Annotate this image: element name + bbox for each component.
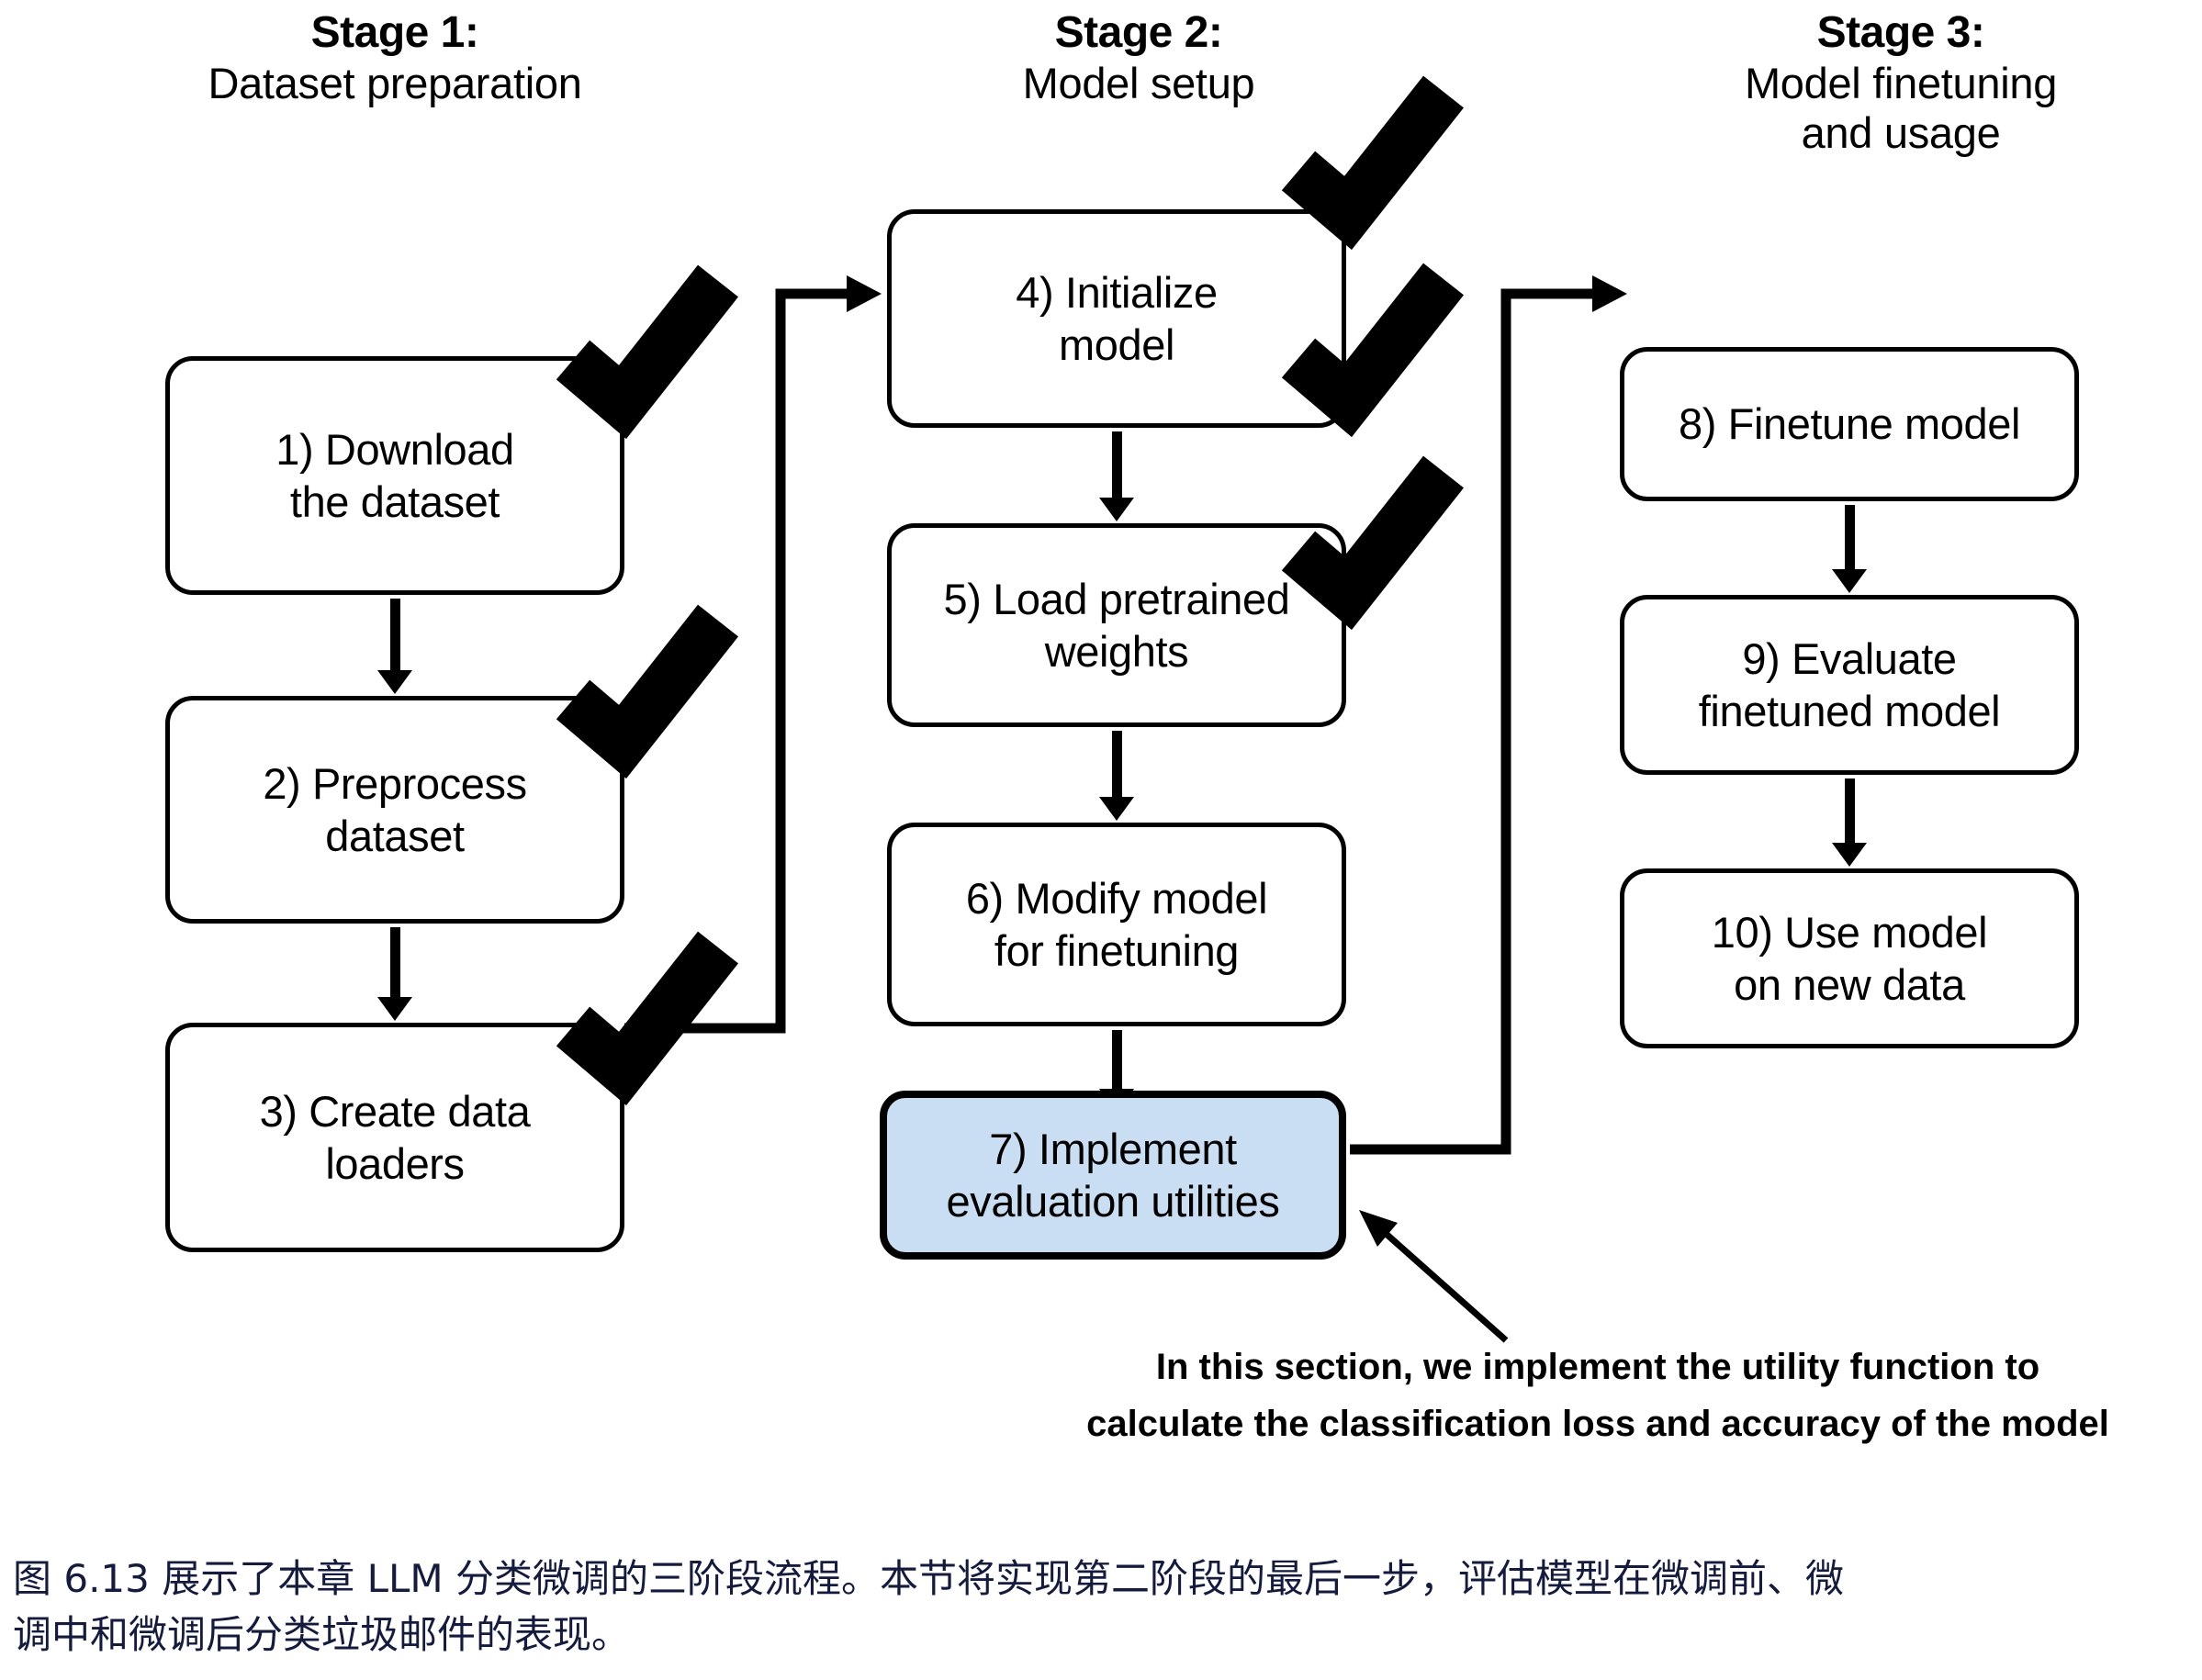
node-use-model-on-new-data[interactable]: 10) Use model on new data — [1620, 868, 2079, 1048]
node-modify-model-for-finetuning[interactable]: 6) Modify model for finetuning — [887, 823, 1346, 1026]
figure-caption: 图 6.13 展示了本章 LLM 分类微调的三阶段流程。本节将实现第二阶段的最后… — [13, 1551, 2198, 1663]
node-6-line-1: 6) Modify model — [965, 873, 1268, 923]
arrow-node1-to-node2 — [165, 599, 624, 694]
connector-stage1-to-stage2 — [624, 275, 882, 1034]
callout-pointer-arrow — [1359, 1210, 1509, 1343]
node-7-line-1: 7) Implement — [989, 1124, 1237, 1173]
node-5-line-2: weights — [1044, 627, 1189, 676]
connector-stage2-to-stage3 — [1350, 275, 1627, 1155]
node-finetune-model[interactable]: 8) Finetune model — [1620, 347, 2079, 501]
stage-1-subtitle: Dataset preparation — [208, 58, 582, 107]
caption-line-1: 图 6.13 展示了本章 LLM 分类微调的三阶段流程。本节将实现第二阶段的最后… — [13, 1556, 1844, 1601]
node-3-line-1: 3) Create data — [259, 1086, 531, 1136]
node-preprocess-dataset[interactable]: 2) Preprocess dataset — [165, 696, 624, 924]
callout-text: In this section, we implement the utilit… — [1010, 1338, 2185, 1452]
checkmark-icon-node5 — [1281, 263, 1464, 438]
callout-line-2: calculate the classification loss and ac… — [1086, 1404, 2109, 1444]
node-2-line-1: 2) Preprocess — [263, 758, 527, 808]
node-2-line-2: dataset — [325, 812, 465, 860]
stage-3-subtitle-line-2: and usage — [1801, 108, 2001, 158]
node-4-line-2: model — [1058, 320, 1174, 369]
node-4-line-1: 4) Initialize — [1016, 267, 1218, 317]
checkmark-icon-node2 — [556, 604, 738, 779]
checkmark-icon-node4 — [1281, 75, 1464, 251]
stage-3-subtitle-line-1: Model finetuning — [1744, 58, 2058, 107]
stage-1-header: Stage 1: Dataset preparation — [92, 7, 698, 108]
node-1-line-1: 1) Download — [275, 424, 514, 474]
callout-line-1: In this section, we implement the utilit… — [1155, 1347, 2040, 1387]
checkmark-icon-node3 — [556, 931, 738, 1106]
node-10-line-1: 10) Use model — [1711, 907, 1988, 957]
node-6-line-2: for finetuning — [994, 926, 1240, 975]
checkmark-icon-node6 — [1281, 455, 1464, 631]
node-initialize-model[interactable]: 4) Initialize model — [887, 209, 1346, 428]
stage-3-title: Stage 3: — [1816, 8, 1985, 57]
arrow-node4-to-node5 — [887, 431, 1346, 521]
node-3-line-2: loaders — [325, 1139, 465, 1188]
node-download-the-dataset[interactable]: 1) Download the dataset — [165, 356, 624, 595]
node-10-line-2: on new data — [1734, 960, 1965, 1009]
stage-2-header: Stage 2: Model setup — [845, 7, 1432, 108]
arrow-node5-to-node6 — [887, 731, 1346, 821]
node-load-pretrained-weights[interactable]: 5) Load pretrained weights — [887, 523, 1346, 727]
node-1-line-2: the dataset — [289, 477, 500, 526]
stage-3-header: Stage 3: Model finetuning and usage — [1598, 7, 2202, 159]
node-9-line-1: 9) Evaluate — [1742, 633, 1957, 683]
node-implement-evaluation-utilities[interactable]: 7) Implement evaluation utilities — [880, 1091, 1346, 1260]
node-5-line-1: 5) Load pretrained — [943, 574, 1290, 623]
node-evaluate-finetuned-model[interactable]: 9) Evaluate finetuned model — [1620, 595, 2079, 775]
node-7-line-2: evaluation utilities — [946, 1177, 1280, 1226]
stage-2-subtitle: Model setup — [1022, 58, 1255, 107]
arrow-node2-to-node3 — [165, 927, 624, 1021]
arrow-node9-to-node10 — [1620, 778, 2079, 867]
stage-1-title: Stage 1: — [310, 8, 479, 57]
checkmark-icon-node1 — [556, 264, 738, 440]
stage-2-title: Stage 2: — [1054, 8, 1223, 57]
caption-line-2: 调中和微调后分类垃圾邮件的表现。 — [13, 1611, 631, 1657]
node-9-line-2: finetuned model — [1698, 687, 2001, 735]
node-8-line-1: 8) Finetune model — [1678, 399, 2021, 449]
arrow-node8-to-node9 — [1620, 505, 2079, 593]
node-create-data-loaders[interactable]: 3) Create data loaders — [165, 1023, 624, 1252]
